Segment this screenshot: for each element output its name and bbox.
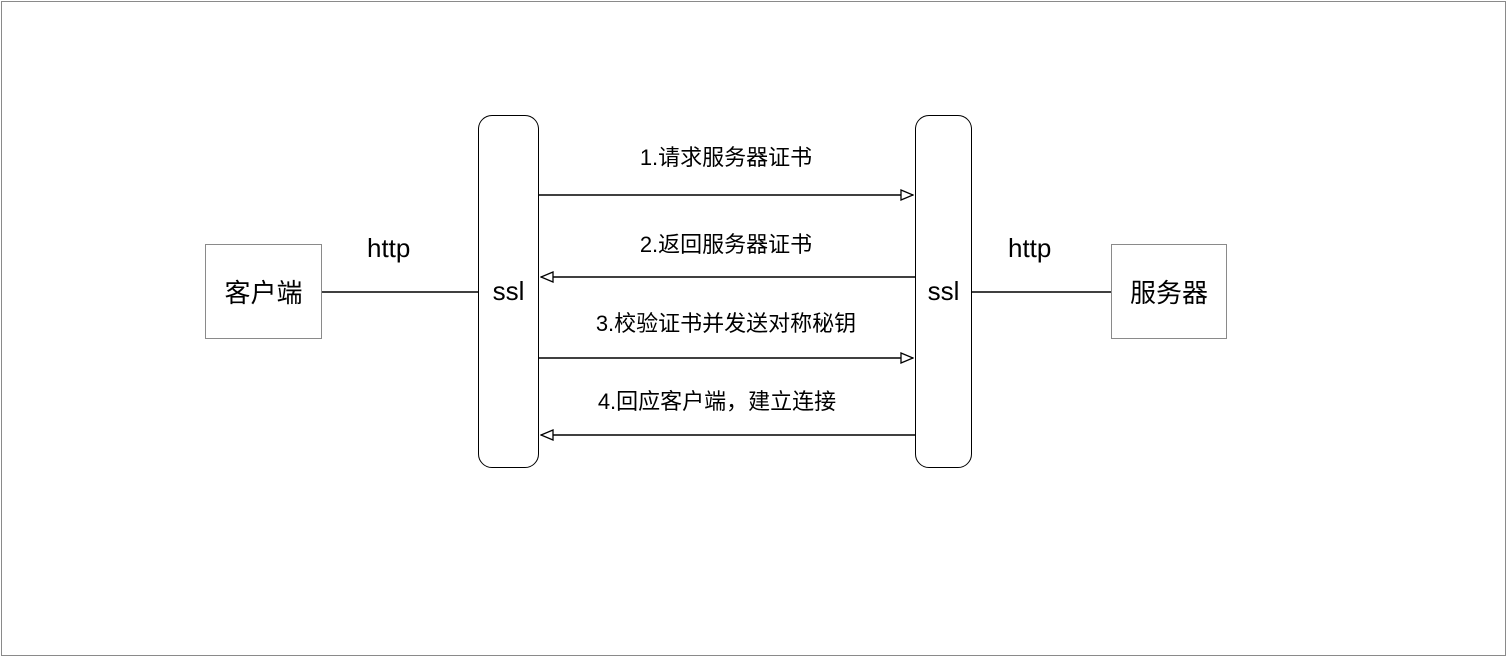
step-4-label: 4.回应客户端，建立连接 bbox=[597, 389, 837, 414]
client-ssl-node: ssl bbox=[478, 115, 539, 468]
server-node: 服务器 bbox=[1111, 244, 1227, 339]
server-node-label: 服务器 bbox=[1129, 278, 1208, 308]
step-1-label: 1.请求服务器证书 bbox=[639, 145, 813, 170]
server-ssl-node: ssl bbox=[915, 115, 972, 468]
server-protocol-label: http bbox=[1008, 233, 1052, 263]
client-ssl-label: ssl bbox=[492, 276, 525, 306]
server-ssl-label: ssl bbox=[927, 276, 960, 306]
client-node: 客户端 bbox=[205, 244, 322, 339]
step-2-label: 2.返回服务器证书 bbox=[639, 232, 813, 257]
client-protocol-label: http bbox=[367, 233, 411, 263]
step-3-label: 3.校验证书并发送对称秘钥 bbox=[595, 311, 857, 336]
client-node-label: 客户端 bbox=[224, 278, 303, 308]
